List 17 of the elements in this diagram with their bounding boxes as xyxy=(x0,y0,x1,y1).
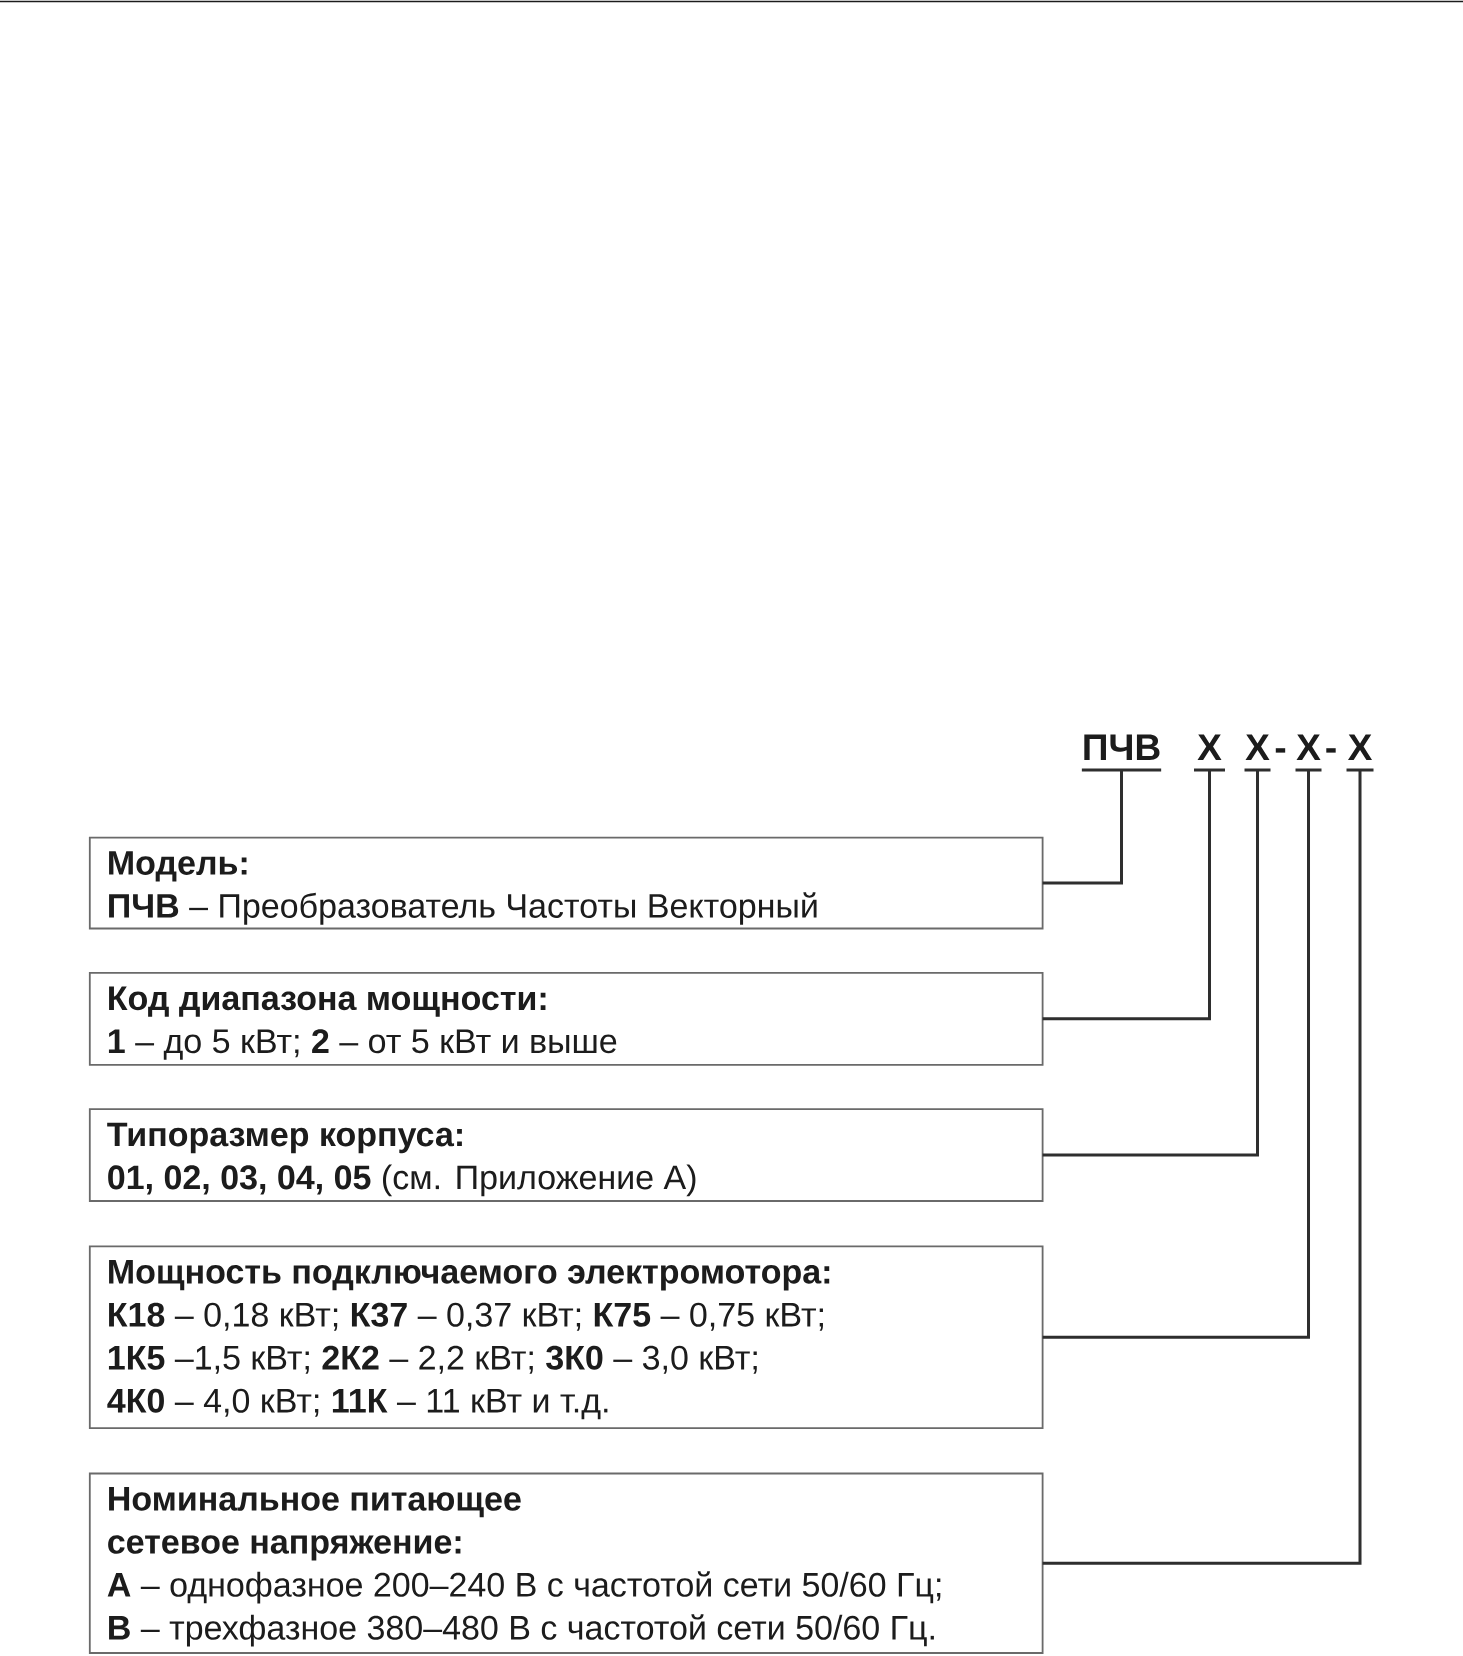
leader-line xyxy=(1042,770,1211,1021)
code-letter: Х xyxy=(1244,734,1271,772)
leader-line xyxy=(1042,770,1310,1339)
code-letter: Х xyxy=(1194,734,1225,772)
description-box: Код диапазона мощности: 1 – до 5 кВт; 2 – от 5 кВт и выше xyxy=(88,972,1044,1066)
description-box: Модель: ПЧВ – Преобразователь Частоты Векторный xyxy=(88,836,1044,930)
description-box: Типоразмер корпуса: 01, 02, 03, 04, 05 (см. Приложение А) xyxy=(88,1108,1044,1202)
separator-dash: - xyxy=(1275,748,1286,753)
code-letter: Х xyxy=(1295,734,1322,772)
code-letter: Х xyxy=(1346,734,1374,772)
separator-dash: - xyxy=(1326,748,1336,753)
leader-line xyxy=(1042,770,1362,1565)
description-box: Номинальное питающее сетевое напряжение: А – однофазное 200–240 В с частотой сети 50/60 Гц; В – трехфазное 380–480 В с частотой сети 50/60 Гц. xyxy=(88,1472,1044,1654)
code-letter: ПЧВ xyxy=(1081,734,1162,772)
description-box: Мощность подключаемого электромотора: К18 – 0,18 кВт; К37 – 0,37 кВт; К75 – 0,75 кВт; 1К5 –1,5 кВт; 2К2 – 2,2 кВт; 3К0 – 3,0 кВт; 4К0 – 4,0 кВт; 11К – 11 кВт и т.д. xyxy=(88,1245,1044,1429)
leader-line xyxy=(1042,770,1259,1157)
leader-line xyxy=(1042,770,1123,885)
